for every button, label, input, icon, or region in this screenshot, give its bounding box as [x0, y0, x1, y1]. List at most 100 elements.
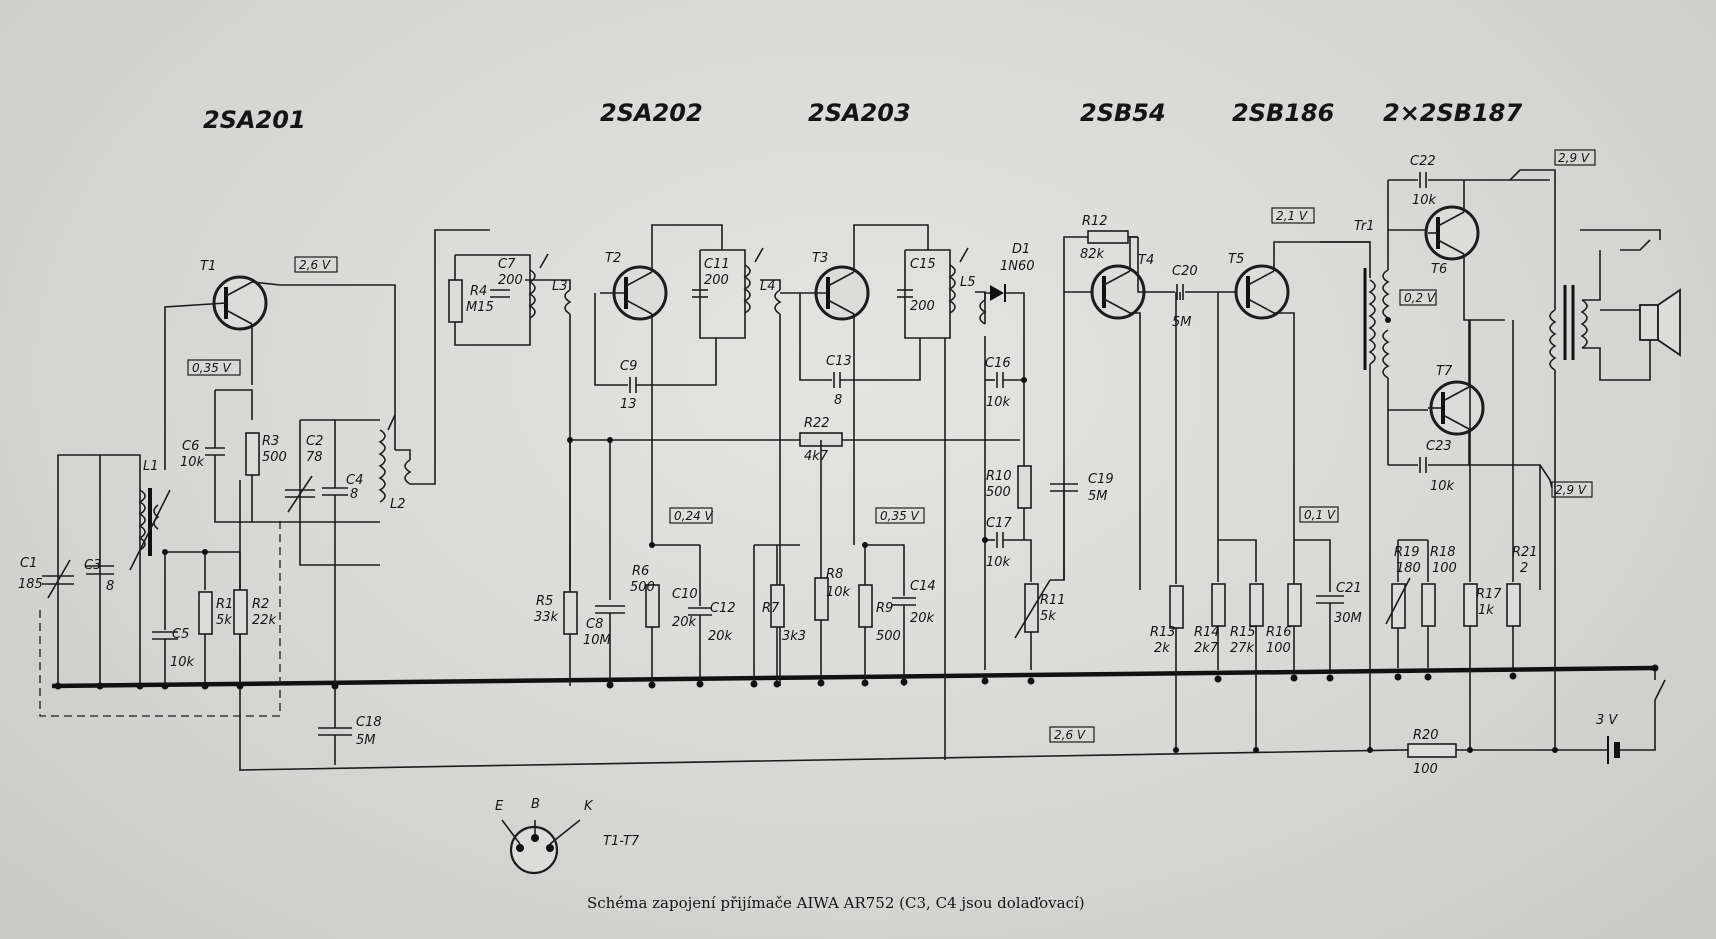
t6-transistor: T6 — [1424, 180, 1505, 321]
svg-text:C19: C19 — [1088, 472, 1114, 487]
svg-text:L5: L5 — [960, 275, 976, 290]
svg-text:33k: 33k — [534, 610, 559, 625]
svg-text:27k: 27k — [1230, 641, 1255, 656]
svg-text:C17: C17 — [986, 516, 1012, 531]
svg-text:R9: R9 — [876, 601, 893, 616]
svg-text:L1: L1 — [143, 459, 159, 474]
af-bias-resistors: R13 2k R14 2k7 R15 27k R16 100 C21 30M — [1150, 292, 1362, 750]
svg-text:500: 500 — [986, 485, 1011, 500]
svg-text:10k: 10k — [826, 585, 851, 600]
svg-text:R3: R3 — [262, 434, 279, 449]
svg-text:C8: C8 — [586, 617, 603, 632]
svg-text:T1: T1 — [200, 259, 216, 274]
t4-transistor: T4 — [1090, 236, 1175, 590]
svg-text:5M: 5M — [1172, 315, 1192, 330]
svg-text:R20: R20 — [1413, 728, 1439, 743]
t5-emitter-voltage: 0,1 V — [1299, 506, 1339, 523]
c13-neutralization: C13 8 — [799, 293, 921, 408]
svg-text:500: 500 — [876, 629, 901, 644]
svg-text:R7: R7 — [762, 601, 780, 616]
speaker — [1600, 288, 1681, 357]
svg-text:2,9 V: 2,9 V — [1555, 483, 1587, 497]
svg-text:3 V: 3 V — [1596, 713, 1618, 728]
svg-text:R10: R10 — [986, 469, 1012, 484]
tuning-gang-link — [39, 520, 281, 717]
svg-text:5k: 5k — [1040, 609, 1056, 624]
svg-text:2,6 V: 2,6 V — [1054, 728, 1086, 742]
svg-text:0,24 V: 0,24 V — [674, 509, 714, 523]
svg-text:C12: C12 — [710, 601, 736, 616]
svg-text:L3: L3 — [552, 279, 568, 294]
svg-text:100: 100 — [1266, 641, 1291, 656]
svg-text:10k: 10k — [986, 555, 1011, 570]
svg-text:T2: T2 — [605, 251, 621, 266]
svg-text:8: 8 — [106, 579, 114, 594]
svg-text:180: 180 — [1396, 561, 1421, 576]
c22-feedback: C22 10k — [1387, 154, 1550, 230]
svg-text:T1-T7: T1-T7 — [603, 834, 640, 849]
svg-text:8: 8 — [350, 487, 358, 502]
svg-text:100: 100 — [1432, 561, 1457, 576]
svg-text:C2: C2 — [306, 434, 323, 449]
transistor-type-headings: 2SA201 2SA202 2SA203 2SB54 2SB186 2×2SB1… — [203, 99, 1522, 134]
type-2sa201: 2SA201 — [203, 106, 306, 134]
svg-text:E: E — [495, 799, 504, 814]
svg-text:1N60: 1N60 — [1000, 259, 1035, 274]
svg-text:D1: D1 — [1012, 242, 1030, 257]
svg-text:5k: 5k — [216, 613, 232, 628]
svg-text:R16: R16 — [1266, 625, 1292, 640]
svg-text:200: 200 — [498, 273, 523, 288]
svg-text:0,35 V: 0,35 V — [192, 361, 232, 375]
svg-text:82k: 82k — [1080, 247, 1105, 262]
svg-text:10k: 10k — [1430, 479, 1455, 494]
t3-voltage: 0,35 V — [875, 507, 925, 524]
transistor-pinout: E B K T1-T7 — [495, 797, 640, 875]
c6-r3-emitter: C6 10k R3 500 — [180, 389, 380, 523]
svg-text:10k: 10k — [170, 655, 195, 670]
svg-text:R15: R15 — [1230, 625, 1256, 640]
t5-supply-voltage: 2,1 V — [1271, 207, 1315, 224]
svg-text:C10: C10 — [672, 587, 698, 602]
c20-coupling: C20 5M — [1172, 264, 1247, 330]
r1-r2-c5-bias: R1 5k R2 22k C5 10k — [152, 551, 277, 686]
t3-bias-network: R7 3k3 R8 10k R9 500 C14 20k — [753, 440, 936, 686]
svg-text:200: 200 — [704, 273, 729, 288]
svg-text:C20: C20 — [1172, 264, 1198, 279]
battery: 3 V — [1535, 668, 1666, 764]
svg-text:C14: C14 — [910, 579, 936, 594]
d1-detector: D1 1N60 — [984, 242, 1035, 466]
svg-text:0,2 V: 0,2 V — [1404, 291, 1436, 305]
svg-text:B: B — [531, 797, 540, 812]
svg-text:100: 100 — [1413, 762, 1438, 777]
t3-transistor: T3 — [780, 224, 929, 545]
r20-resistor: R20 100 — [1407, 728, 1457, 777]
svg-text:R1: R1 — [216, 597, 233, 612]
svg-text:10k: 10k — [180, 455, 205, 470]
svg-text:20k: 20k — [672, 615, 697, 630]
svg-text:0,35 V: 0,35 V — [880, 509, 920, 523]
svg-text:4k7: 4k7 — [804, 449, 829, 464]
svg-text:C16: C16 — [985, 356, 1011, 371]
svg-text:2k: 2k — [1154, 641, 1170, 656]
c19-coupling: C19 5M — [1050, 291, 1114, 581]
svg-text:L2: L2 — [390, 497, 406, 512]
svg-text:10k: 10k — [986, 395, 1011, 410]
svg-text:T7: T7 — [1436, 364, 1453, 379]
input-tuned-circuit: C1 185 C3 8 L1 — [18, 454, 171, 686]
svg-text:C3: C3 — [84, 558, 101, 573]
ground-bus — [51, 665, 1656, 689]
driver-transformer: Tr1 — [1320, 219, 1428, 750]
svg-text:13: 13 — [620, 397, 637, 412]
svg-text:20k: 20k — [910, 611, 935, 626]
svg-text:0,1 V: 0,1 V — [1304, 508, 1336, 522]
svg-text:T5: T5 — [1228, 252, 1244, 267]
svg-text:1k: 1k — [1478, 603, 1494, 618]
svg-text:C5: C5 — [172, 627, 189, 642]
oscillator-tank: C2 78 C4 8 L2 — [285, 229, 490, 566]
c9-neutralization: C9 13 — [594, 293, 717, 412]
output-bias-resistors: R19 180 R18 100 R17 1k R21 2 — [1385, 320, 1538, 750]
svg-text:10M: 10M — [583, 633, 611, 648]
svg-text:C11: C11 — [704, 257, 730, 272]
svg-text:T4: T4 — [1138, 253, 1154, 268]
